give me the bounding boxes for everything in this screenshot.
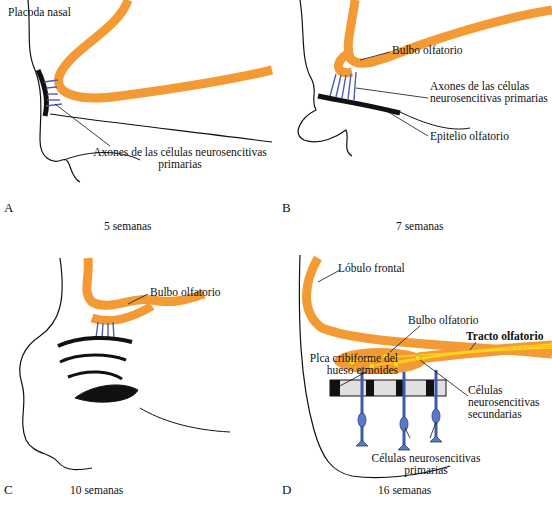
structure-label: Lóbulo frontal — [338, 262, 448, 274]
age-label: 16 semanas — [378, 484, 468, 496]
structure-label: Células neurosencitivas primarias — [356, 452, 496, 476]
panel-letter: A — [4, 202, 24, 214]
age-label: 7 semanas — [396, 220, 486, 232]
structure-label: Bulbo olfatorio — [408, 314, 518, 326]
structure-label: Células neurosencitivas secundarias — [468, 384, 552, 420]
panel-a — [28, 0, 272, 182]
panel-letter: C — [4, 484, 24, 496]
age-label: 5 semanas — [104, 220, 194, 232]
panel-b — [298, 0, 552, 156]
structure-label: Placoda nasal — [8, 6, 118, 18]
structure-label: Tracto olfatorio — [466, 330, 552, 342]
structure-label: Bulbo olfatorio — [392, 44, 502, 56]
age-label: 10 semanas — [70, 484, 160, 496]
panel-letter: B — [282, 202, 302, 214]
panel-letter: D — [282, 484, 302, 496]
structure-label: Bulbo olfatorio — [150, 286, 260, 298]
structure-label: Epitelio olfatorio — [430, 130, 540, 142]
structure-label: Axones de las células neurosencitivas pr… — [430, 80, 550, 104]
structure-label: Plca cribiforme del hueso etmoides — [286, 352, 398, 376]
structure-label: Axones de las células neurosencitivas pr… — [90, 146, 270, 170]
